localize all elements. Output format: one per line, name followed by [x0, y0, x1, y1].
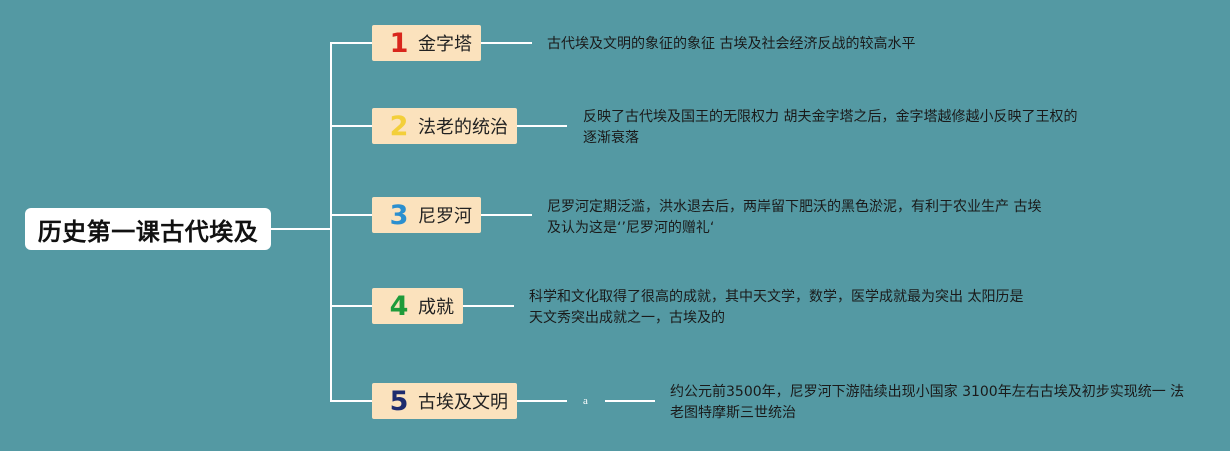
root-node[interactable]: 历史第一课古代埃及 — [25, 208, 271, 250]
desc-line-5b — [605, 400, 655, 402]
topic-node-achievements[interactable]: 4 成就 — [372, 288, 463, 324]
topic-description-pyramid: 古代埃及文明的象征的象征 古埃及社会经济反战的较高水平 — [547, 34, 915, 55]
topic-label: 法老的统治 — [418, 117, 508, 138]
topic-description-nile: 尼罗河定期泛滥，洪水退去后，两岸留下肥沃的黑色淤泥，有利于农业生产 古埃 及认为… — [547, 197, 1041, 239]
desc-line-5a — [517, 400, 567, 402]
desc-line-4 — [463, 305, 514, 307]
topic-number: 1 — [389, 27, 409, 59]
topic-number: 4 — [389, 290, 409, 322]
description-line: 反映了古代埃及国王的无限权力 胡夫金字塔之后，金字塔越修越小反映了王权的 — [583, 109, 1078, 125]
trunk-line — [330, 42, 332, 402]
topic-node-nile[interactable]: 3 尼罗河 — [372, 197, 481, 233]
topic-description-pharaoh: 反映了古代埃及国王的无限权力 胡夫金字塔之后，金字塔越修越小反映了王权的 逐渐衰… — [583, 107, 1077, 149]
topic-description-achievements: 科学和文化取得了很高的成就，其中天文学，数学，医学成就最为突出 太阳历是 天文秀… — [529, 287, 1023, 329]
desc-line-3 — [481, 214, 532, 216]
topic-label: 金字塔 — [418, 34, 472, 55]
branch-line-5 — [330, 400, 372, 402]
description-line: 约公元前3500年，尼罗河下游陆续出现小国家 3100年左右古埃及初步实现统一 … — [670, 384, 1185, 400]
intermediate-node-label[interactable]: a — [583, 395, 588, 407]
topic-number: 2 — [389, 110, 409, 142]
description-line: 及认为这是‘’尼罗河的赠礼‘ — [547, 220, 715, 236]
topic-number: 3 — [389, 199, 409, 231]
branch-line-3 — [330, 214, 372, 216]
topic-description-civilization: 约公元前3500年，尼罗河下游陆续出现小国家 3100年左右古埃及初步实现统一 … — [670, 382, 1184, 424]
description-line: 尼罗河定期泛滥，洪水退去后，两岸留下肥沃的黑色淤泥，有利于农业生产 古埃 — [547, 199, 1042, 215]
root-connector — [271, 228, 331, 230]
desc-line-1 — [481, 42, 532, 44]
description-line: 古代埃及文明的象征的象征 古埃及社会经济反战的较高水平 — [547, 36, 916, 52]
topic-node-pyramid[interactable]: 1 金字塔 — [372, 25, 481, 61]
description-line: 天文秀突出成就之一，古埃及的 — [529, 310, 725, 326]
description-line: 老图特摩斯三世统治 — [670, 405, 796, 421]
topic-node-pharaoh[interactable]: 2 法老的统治 — [372, 108, 517, 144]
branch-line-1 — [330, 42, 372, 44]
topic-label: 尼罗河 — [418, 206, 472, 227]
branch-line-2 — [330, 125, 372, 127]
desc-line-2 — [517, 125, 567, 127]
description-line: 逐渐衰落 — [583, 130, 639, 146]
topic-node-civilization[interactable]: 5 古埃及文明 — [372, 383, 517, 419]
topic-label: 成就 — [418, 297, 454, 318]
topic-number: 5 — [389, 385, 409, 417]
description-line: 科学和文化取得了很高的成就，其中天文学，数学，医学成就最为突出 太阳历是 — [529, 289, 1024, 305]
branch-line-4 — [330, 305, 372, 307]
topic-label: 古埃及文明 — [418, 392, 508, 413]
root-title: 历史第一课古代埃及 — [37, 217, 259, 246]
